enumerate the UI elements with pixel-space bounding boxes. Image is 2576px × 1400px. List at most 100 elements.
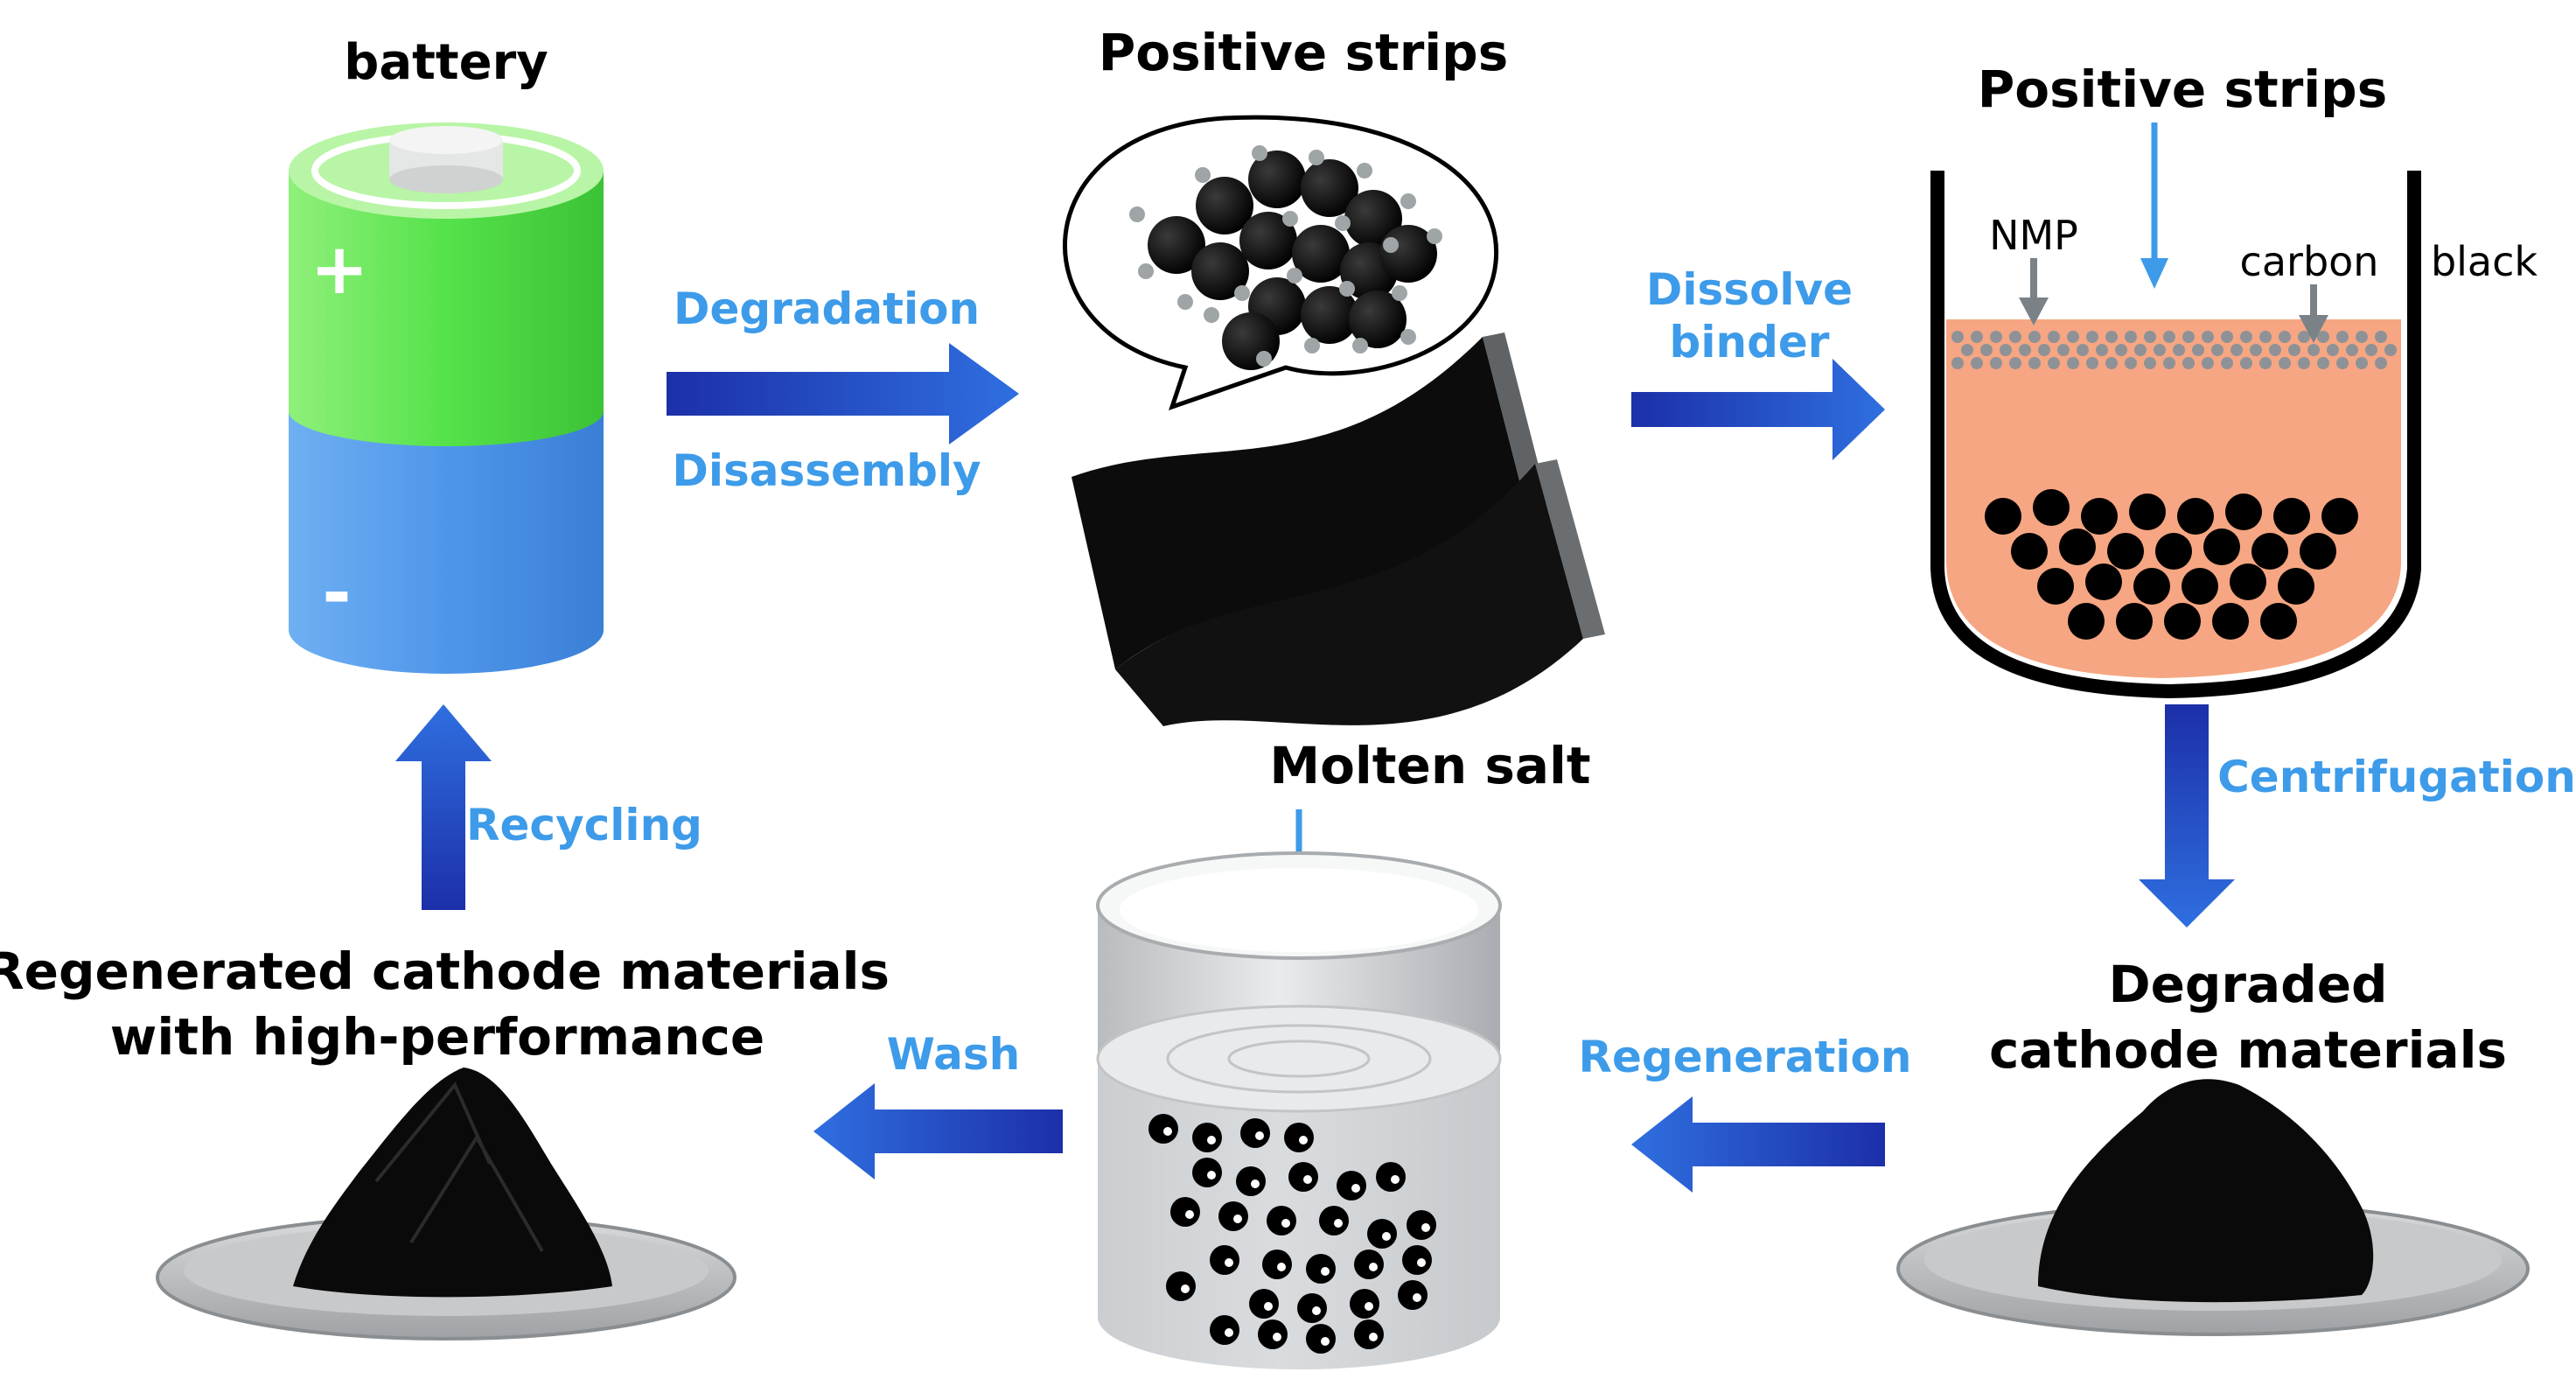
cathode-ball (2300, 533, 2336, 570)
molten-ball (1210, 1315, 1239, 1345)
particle (1344, 190, 1402, 248)
molten-ball-highlight (1369, 1263, 1378, 1271)
satellite-particle (1129, 206, 1145, 222)
positive-strips-stage: Positive strips (1062, 23, 1605, 726)
molten-ball (1267, 1206, 1296, 1236)
molten-ball (1236, 1166, 1266, 1196)
cathode-ball (2011, 533, 2048, 570)
carbon-dot (1951, 357, 1964, 369)
regenerated-stage: Regenerated cathode materials with high-… (0, 942, 890, 1340)
cathode-ball (2081, 498, 2118, 535)
carbon-dot (2384, 344, 2397, 356)
cathode-particles (1985, 489, 2358, 640)
carbon-dot (1971, 331, 1983, 343)
molten-ball (1376, 1162, 1406, 1192)
satellite-particle (1352, 338, 1368, 354)
cathode-ball (2225, 494, 2262, 530)
molten-ball (1319, 1206, 1349, 1236)
degradation-label: Degradation (674, 284, 980, 334)
molten-ball (1354, 1320, 1384, 1349)
black-label: black (2431, 238, 2538, 285)
molten-ball-highlight (1391, 1175, 1400, 1184)
molten-ball (1306, 1324, 1336, 1354)
satellite-particle (1234, 285, 1250, 301)
carbon-dot (2000, 344, 2012, 356)
strips-title: Positive strips (1099, 23, 1508, 82)
carbon-dot (1971, 357, 1983, 369)
carbon-dot (2230, 344, 2243, 356)
molten-ball-highlight (1251, 1180, 1260, 1188)
carbon-dot (2096, 344, 2108, 356)
carbon-dot (1961, 344, 1973, 356)
molten-ball-highlight (1273, 1333, 1281, 1341)
carbon-label: carbon (2240, 238, 2379, 285)
carbon-dot (2356, 357, 2368, 369)
molten-ball (1402, 1245, 1432, 1275)
molten-ball-highlight (1321, 1337, 1330, 1346)
molten-ball (1166, 1271, 1196, 1301)
molten-ball-highlight (1225, 1258, 1233, 1267)
satellite-particle (1195, 167, 1211, 183)
regenerated-title-line1: Regenerated cathode materials (0, 942, 890, 1001)
carbon-dot (1980, 344, 1993, 356)
carbon-dot (2182, 357, 2195, 369)
carbon-dot (1951, 331, 1964, 343)
wash-label: Wash (887, 1029, 1020, 1080)
particle (1349, 290, 1407, 348)
carbon-dot (2221, 357, 2233, 369)
carbon-dot (2365, 344, 2377, 356)
beaker-stage: Positive strips NMP carbon black (1930, 60, 2538, 699)
particle (1301, 159, 1358, 217)
carbon-dot (1990, 357, 2002, 369)
carbon-dot (2279, 357, 2291, 369)
molten-ball-highlight (1365, 1302, 1373, 1311)
carbon-dot (2221, 331, 2233, 343)
molten-ball (1258, 1320, 1288, 1349)
cathode-ball (2321, 498, 2358, 535)
satellite-particle (1282, 211, 1298, 227)
particle (1248, 150, 1306, 208)
carbon-dot (2144, 331, 2156, 343)
molten-ball-highlight (1185, 1210, 1194, 1219)
satellite-particle (1252, 145, 1267, 161)
carbon-dot (2259, 331, 2272, 343)
carbon-dot (2327, 344, 2339, 356)
carbon-dot (2154, 344, 2166, 356)
crucible (1096, 851, 1502, 1369)
cathode-ball (2116, 603, 2153, 640)
carbon-dot (2009, 357, 2021, 369)
molten-ball-highlight (1334, 1219, 1343, 1228)
carbon-dot (2298, 331, 2310, 343)
cathode-ball (2230, 564, 2266, 600)
satellite-particle (1427, 228, 1442, 244)
molten-ball-highlight (1225, 1328, 1233, 1337)
satellite-particle (1138, 263, 1154, 279)
carbon-black-pointer (2299, 284, 2328, 343)
carbon-dot (2288, 344, 2300, 356)
carbon-dot (2028, 357, 2041, 369)
regeneration-label: Regeneration (1578, 1032, 1911, 1082)
battery-minus-sign: - (322, 552, 351, 634)
cathode-ball (2164, 603, 2201, 640)
molten-ball-highlight (1255, 1131, 1264, 1140)
cathode-ball (2212, 603, 2249, 640)
satellite-particle (1339, 281, 1355, 297)
molten-ball-highlight (1277, 1263, 1286, 1271)
molten-ball (1398, 1280, 1428, 1310)
carbon-dot (2125, 357, 2137, 369)
carbon-dot (2307, 344, 2320, 356)
molten-title: Molten salt (1269, 736, 1590, 795)
carbon-dot (2144, 357, 2156, 369)
carbon-dot (2067, 331, 2079, 343)
molten-ball-highlight (1299, 1136, 1308, 1144)
carbon-dot (1990, 331, 2002, 343)
recycling-label: Recycling (466, 800, 702, 850)
particle (1301, 286, 1358, 344)
carbon-dot (2211, 344, 2223, 356)
carbon-dot (2009, 331, 2021, 343)
molten-ball (1367, 1219, 1397, 1249)
carbon-dot (2105, 331, 2118, 343)
cathode-ball (2182, 568, 2218, 605)
degraded-title-line1: Degraded (2108, 955, 2387, 1014)
